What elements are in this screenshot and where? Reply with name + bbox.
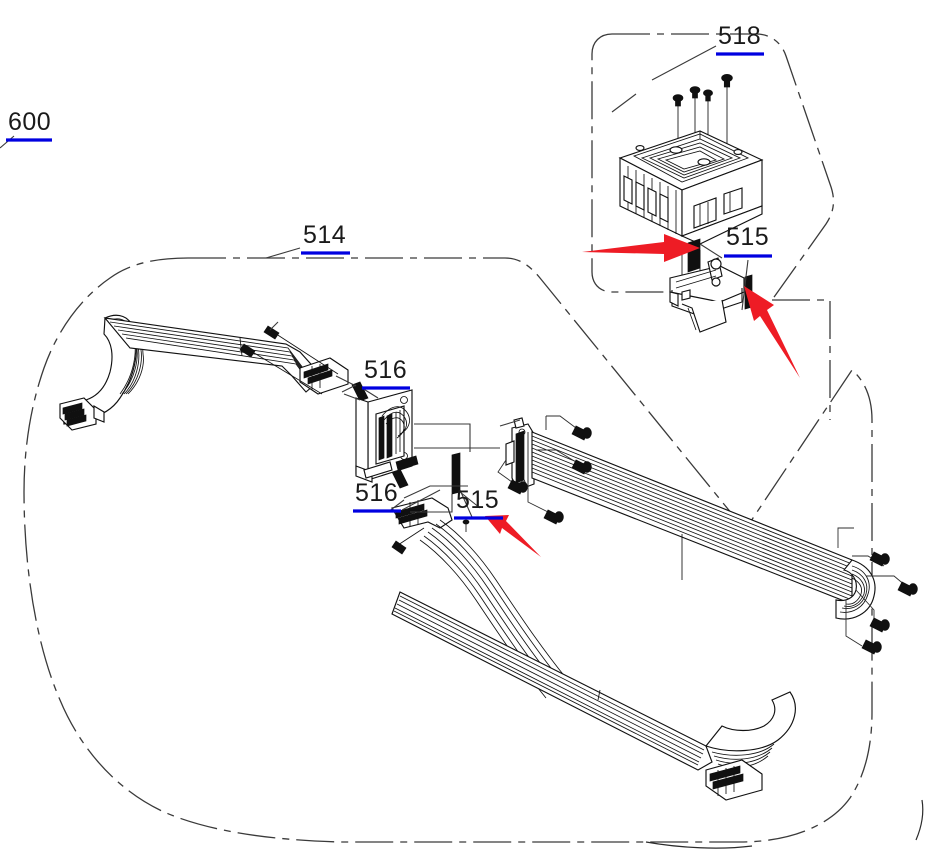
flat-cable-screws-left bbox=[497, 415, 592, 525]
ref-515-top: 515 bbox=[724, 223, 772, 258]
ref-600-text: 600 bbox=[8, 108, 51, 136]
lower-cable-screws bbox=[391, 519, 470, 555]
ref-514: 514 bbox=[301, 221, 350, 255]
ref-515-top-text: 515 bbox=[726, 223, 769, 251]
ribbon-connector-bottom-right bbox=[705, 759, 763, 801]
flat-cable-connector-right bbox=[505, 417, 535, 491]
ref-518: 518 bbox=[716, 22, 764, 56]
ribbon-connector-left bbox=[59, 397, 105, 431]
ref-516-top: 516 bbox=[362, 356, 410, 390]
ferrite-bars-bracket bbox=[351, 381, 409, 489]
connector-board-bracket bbox=[355, 389, 419, 483]
bracket-screws-upper bbox=[239, 325, 339, 395]
flat-cable-screws-right bbox=[837, 527, 918, 655]
ref-516-top-text: 516 bbox=[364, 356, 407, 384]
ref-515-mid: 515 bbox=[454, 486, 503, 520]
carriage-body bbox=[619, 157, 763, 245]
upper-ribbon-cable bbox=[59, 314, 349, 431]
ref-516-bottom: 516 bbox=[353, 479, 401, 513]
arrow-to-lower-cable bbox=[485, 515, 541, 557]
boundary-accent-arcs bbox=[645, 799, 924, 849]
boundary-514 bbox=[23, 257, 873, 843]
projection-lines bbox=[269, 321, 521, 513]
ref-516-bottom-text: 516 bbox=[355, 479, 398, 507]
head-holder bbox=[669, 257, 745, 333]
reference-numerals: 600 518 514 515 516 516 515 bbox=[6, 22, 772, 520]
ref-514-text: 514 bbox=[303, 221, 346, 249]
ref-515-mid-text: 515 bbox=[456, 486, 499, 514]
leader-lines bbox=[0, 45, 749, 518]
ribbon-connector-upper-right bbox=[299, 357, 349, 395]
arrow-to-holder bbox=[744, 286, 800, 378]
arrow-to-carriage bbox=[582, 234, 700, 262]
assembly-direction-arrows bbox=[485, 234, 800, 557]
boundary-518 bbox=[591, 33, 835, 420]
ref-518-text: 518 bbox=[718, 22, 761, 50]
lower-diagonal-cable-bundle bbox=[391, 591, 796, 771]
print-head-carriage bbox=[618, 74, 764, 333]
ref-600: 600 bbox=[6, 108, 52, 142]
